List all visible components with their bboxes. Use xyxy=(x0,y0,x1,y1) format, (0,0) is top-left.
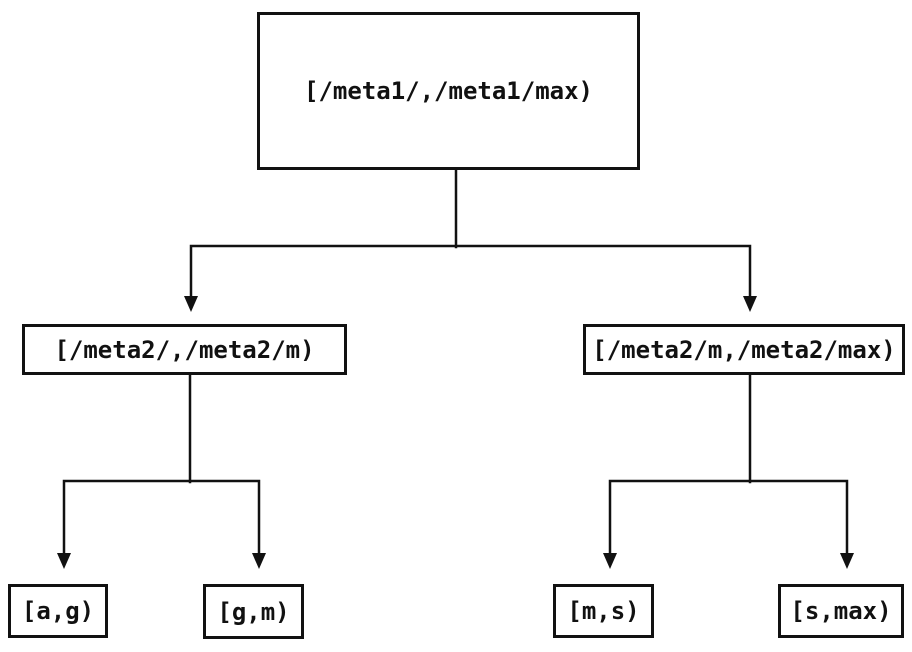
node-meta2-right-label: [/meta2/m,/meta2/max) xyxy=(592,335,896,364)
leaf-node-s-max: [s,max) xyxy=(778,584,904,638)
node-root: [/meta1/,/meta1/max) xyxy=(257,12,640,170)
edge-right-elbow xyxy=(608,479,849,556)
arrow-down-icon xyxy=(840,553,854,569)
arrow-down-icon xyxy=(184,296,198,312)
leaf-g-m-label: [g,m) xyxy=(217,597,290,626)
node-root-label: [/meta1/,/meta1/max) xyxy=(304,77,593,105)
node-meta2-left-label: [/meta2/,/meta2/m) xyxy=(54,335,315,364)
leaf-m-s-label: [m,s) xyxy=(567,597,640,625)
leaf-a-g-label: [a,g) xyxy=(21,597,95,625)
leaf-node-a-g: [a,g) xyxy=(8,584,108,638)
arrow-down-icon xyxy=(57,553,71,569)
arrow-down-icon xyxy=(252,553,266,569)
node-meta2-left: [/meta2/,/meta2/m) xyxy=(22,324,347,375)
arrow-down-icon xyxy=(603,553,617,569)
leaf-node-m-s: [m,s) xyxy=(553,584,654,638)
edge-left-elbow xyxy=(62,479,261,556)
node-meta2-right: [/meta2/m,/meta2/max) xyxy=(583,324,905,375)
leaf-node-g-m: [g,m) xyxy=(203,584,304,639)
leaf-s-max-label: [s,max) xyxy=(790,597,892,625)
edge-root-elbow xyxy=(189,244,752,299)
arrow-down-icon xyxy=(743,296,757,312)
